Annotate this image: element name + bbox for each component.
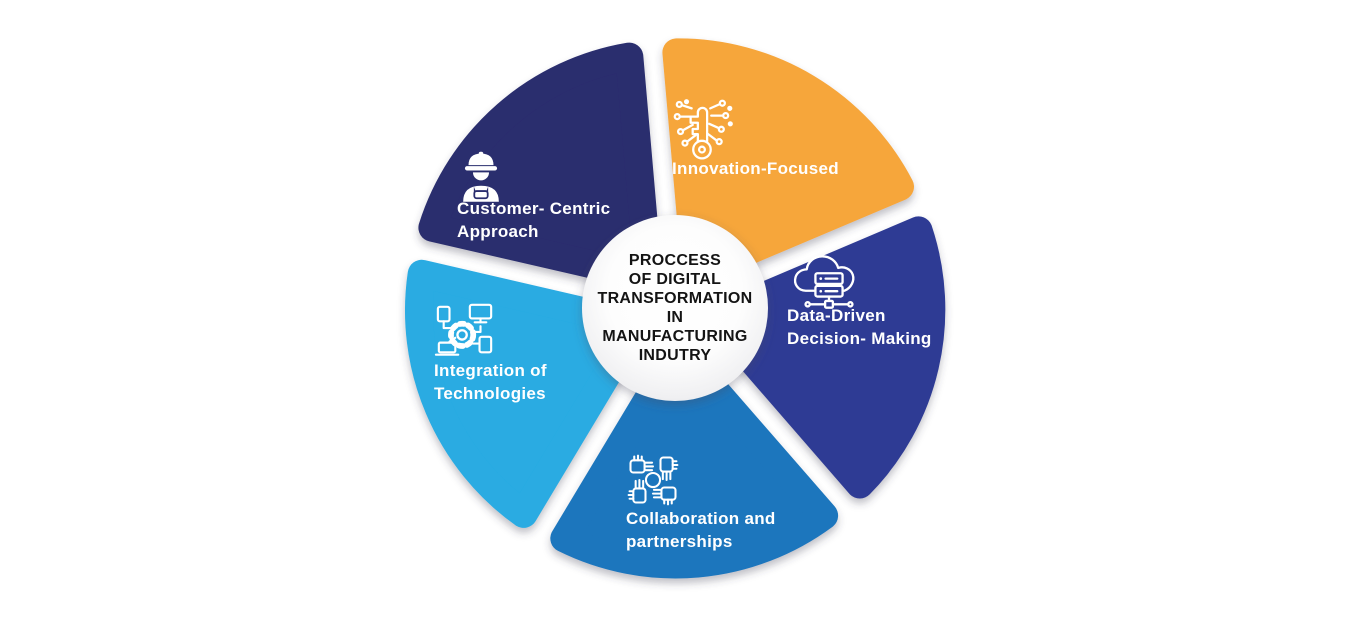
petal-data	[700, 216, 946, 499]
petal-collaboration	[550, 334, 839, 579]
petal-layer	[405, 38, 946, 579]
center-circle	[582, 215, 768, 401]
petal-customer	[418, 42, 663, 292]
